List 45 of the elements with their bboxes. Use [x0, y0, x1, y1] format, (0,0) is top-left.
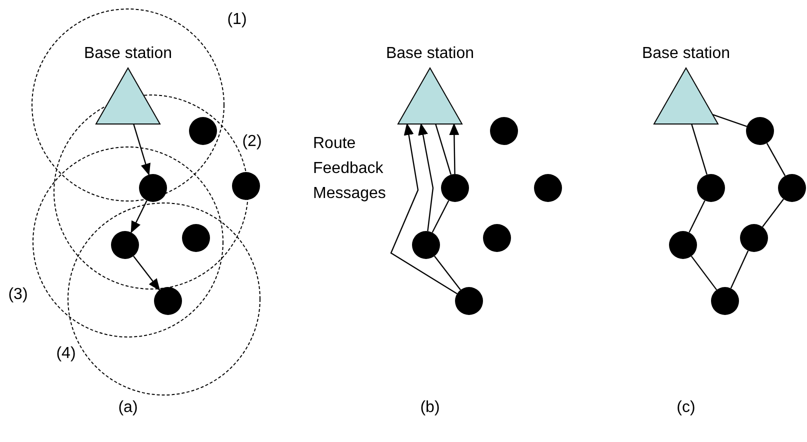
connection-line — [435, 124, 452, 175]
arrow — [130, 200, 148, 234]
sensor-node — [455, 287, 483, 315]
sensor-node — [534, 174, 562, 202]
sensor-node — [441, 174, 469, 202]
sensor-node — [189, 117, 217, 145]
node-label: Base station — [640, 44, 732, 64]
sensor-node — [697, 174, 725, 202]
sensor-node — [669, 231, 697, 259]
connection-line — [690, 256, 718, 290]
arrow — [390, 123, 458, 294]
sensor-node — [483, 224, 511, 252]
connection-line — [434, 256, 461, 290]
annotation-text: Route Feedback Messages — [313, 134, 387, 204]
sensor-node — [232, 172, 260, 200]
sensor-node — [490, 117, 518, 145]
connection-line — [688, 200, 706, 233]
connection-line — [691, 124, 708, 175]
range-label: (1) — [226, 10, 248, 30]
range-label: (4) — [55, 344, 77, 364]
sensor-node — [740, 224, 768, 252]
sensor-node — [182, 224, 210, 252]
connection-line — [762, 198, 784, 228]
sensor-node — [154, 287, 182, 315]
range-label: (3) — [7, 285, 29, 305]
arrow — [133, 256, 160, 291]
panel-label: (b) — [419, 398, 441, 418]
arrow — [449, 123, 460, 174]
sensor-node — [711, 287, 739, 315]
sensor-node — [139, 174, 167, 202]
sensor-node — [778, 174, 806, 202]
node-label: Base station — [82, 44, 174, 64]
panel-label: (c) — [676, 398, 696, 418]
sensor-node — [746, 117, 774, 145]
connection-line — [730, 250, 749, 289]
range-label: (2) — [241, 132, 263, 152]
node-label: Base station — [384, 44, 476, 64]
arrow — [133, 124, 150, 176]
sensor-node — [412, 231, 440, 259]
connection-line — [712, 114, 747, 127]
arrow — [418, 123, 434, 232]
connection-line — [432, 200, 450, 233]
connection-line — [766, 142, 786, 176]
sensor-node — [111, 231, 139, 259]
panel-label: (a) — [117, 398, 139, 418]
